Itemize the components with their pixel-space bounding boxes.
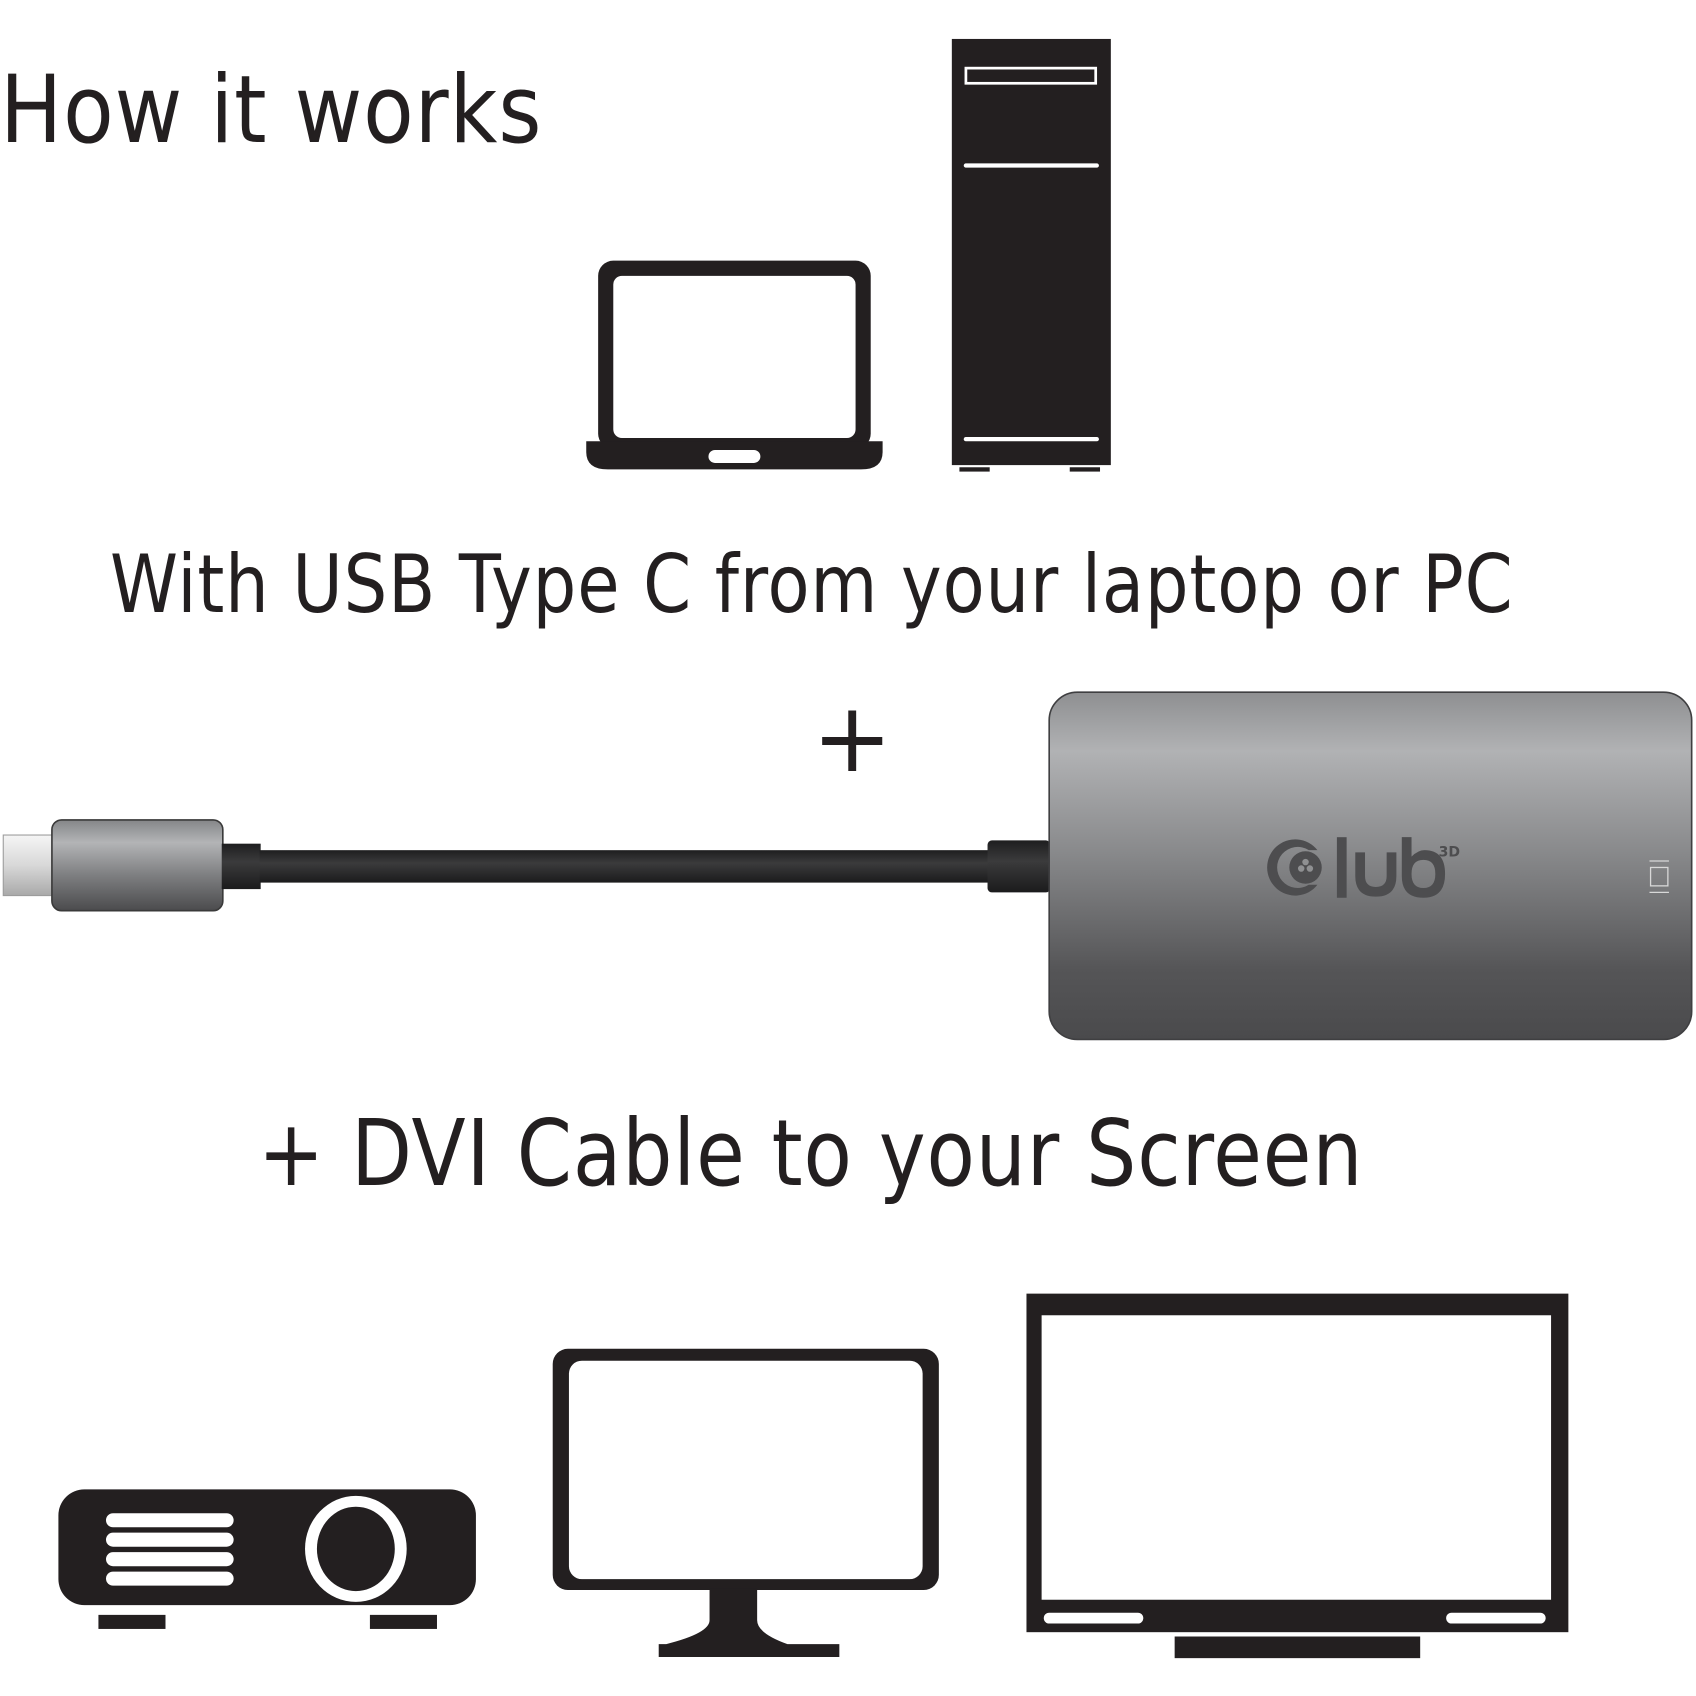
page-title: How it works bbox=[0, 56, 543, 165]
source-caption: With USB Type C from your laptop or PC bbox=[110, 538, 1514, 631]
cable-wire bbox=[259, 850, 991, 883]
desktop-tower-icon bbox=[951, 38, 1111, 472]
usb-c-cable bbox=[2, 819, 1051, 912]
usb-c-plug-tip bbox=[2, 834, 61, 897]
strain-relief-right bbox=[987, 840, 1051, 893]
plus-sign: + bbox=[812, 682, 894, 794]
monitor-icon bbox=[552, 1348, 939, 1658]
target-caption: + DVI Cable to your Screen bbox=[258, 1100, 1364, 1207]
tv-icon bbox=[1026, 1293, 1569, 1659]
usb-c-plug-housing bbox=[51, 819, 224, 912]
logo-superscript: 3D bbox=[1439, 845, 1460, 861]
led-indicator-icon bbox=[1649, 860, 1669, 893]
strain-relief-left bbox=[221, 843, 261, 890]
club3d-logo: 3D bbox=[1267, 837, 1460, 898]
projector-icon bbox=[58, 1489, 476, 1629]
dvi-adapter: 3D bbox=[1048, 691, 1693, 1041]
laptop-icon bbox=[586, 260, 883, 470]
